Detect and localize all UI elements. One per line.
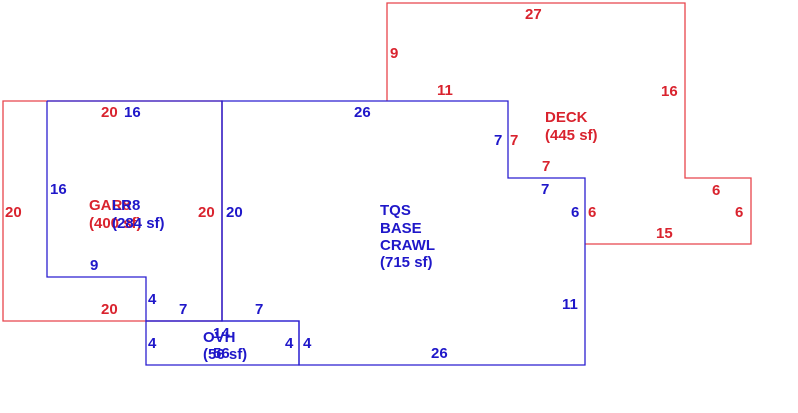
dim-lr-bottom: 7 [179, 301, 187, 318]
dim-base-notch-v: 7 [494, 132, 502, 149]
dim-base-right-upper: 6 [571, 204, 579, 221]
deck-outline [386, 2, 752, 245]
dim-deck-step-h: 7 [542, 158, 550, 175]
dim-deck-step-v: 7 [510, 132, 518, 149]
base-label-line2: BASE [380, 220, 422, 237]
overhang-label: OVH [203, 329, 236, 346]
dim-base-left: 20 [226, 204, 243, 221]
dim-garage-top: 20 [101, 104, 118, 121]
base-area: (715 sf) [380, 254, 433, 271]
dim-lr-left: 16 [50, 181, 67, 198]
dim-deck-notch-top: 11 [437, 82, 453, 99]
dim-base-right-lower: 11 [562, 296, 578, 313]
dim-deck-inner: 6 [588, 204, 596, 221]
garage-label: GAR8 [89, 197, 131, 214]
dim-garage-right: 20 [198, 204, 215, 221]
overhang-overlap-area: 56 [213, 345, 230, 362]
deck-label: DECK [545, 109, 588, 126]
dim-base-notch-h: 7 [541, 181, 549, 198]
overhang-overlap-dim: 14 [213, 325, 230, 342]
dim-base-bottom: 26 [431, 345, 448, 362]
deck-area: (445 sf) [545, 127, 598, 144]
dim-garage-left: 20 [5, 204, 22, 221]
dim-deck-left: 9 [390, 45, 398, 62]
base-label-line1: TQS [380, 202, 411, 219]
dim-lr-top: 16 [124, 104, 141, 121]
dim-deck-right-upper: 16 [661, 83, 678, 100]
dim-base-bottom-left: 7 [255, 301, 263, 318]
dim-lr-step-v: 4 [148, 291, 157, 308]
garage-area: (400 sf) [89, 215, 142, 232]
dim-deck-right-v: 6 [735, 204, 743, 221]
overhang-area: (56 sf) [203, 346, 247, 363]
living-room-label: LR8 [112, 197, 140, 214]
dim-base-top: 26 [354, 104, 371, 121]
overhang-outline [145, 320, 300, 366]
dim-deck-bottom: 15 [656, 225, 673, 242]
dim-garage-bottom: 20 [101, 301, 118, 318]
base-label-line3: CRAWL [380, 237, 435, 254]
living-room-area: (284 sf) [112, 215, 165, 232]
dim-lr-step-h: 9 [90, 257, 98, 274]
dim-ovh-left: 4 [148, 335, 157, 352]
dim-ovh-right-outer: 4 [303, 335, 312, 352]
dim-deck-top: 27 [525, 6, 542, 23]
dim-deck-right-h: 6 [712, 182, 720, 199]
dim-ovh-right-inner: 4 [285, 335, 294, 352]
